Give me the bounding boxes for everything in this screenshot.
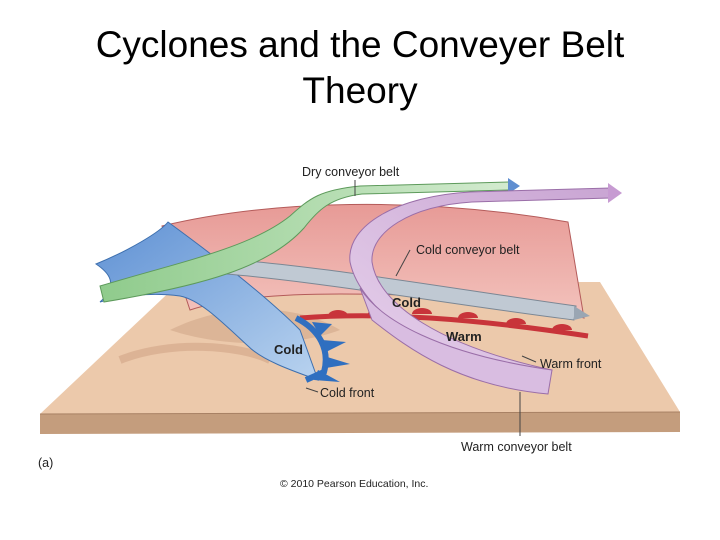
label-warm-front: Warm front [540, 357, 602, 371]
slide-title: Cyclones and the Conveyer Belt Theory [40, 22, 680, 114]
label-warm: Warm [446, 329, 482, 344]
label-cold-conveyor-belt: Cold conveyor belt [416, 243, 520, 257]
slide-title-line-2: Theory [302, 70, 418, 111]
cold-conveyor-belt [199, 257, 590, 321]
panel-label: (a) [38, 456, 53, 470]
copyright-notice: © 2010 Pearson Education, Inc. [280, 478, 428, 490]
label-cold-upper: Cold [392, 295, 421, 310]
slide-title-line-1: Cyclones and the Conveyer Belt [95, 24, 625, 65]
warm-conveyor-belt [349, 183, 622, 395]
label-cold-front: Cold front [320, 386, 375, 400]
label-warm-conveyor-belt: Warm conveyor belt [461, 440, 572, 454]
leader-lines [305, 180, 537, 436]
cold-front-line [294, 315, 350, 383]
dry-conveyor-belt [99, 178, 520, 303]
label-dry-conveyor-belt: Dry conveyor belt [302, 165, 400, 179]
label-cold-lower: Cold [274, 342, 303, 357]
